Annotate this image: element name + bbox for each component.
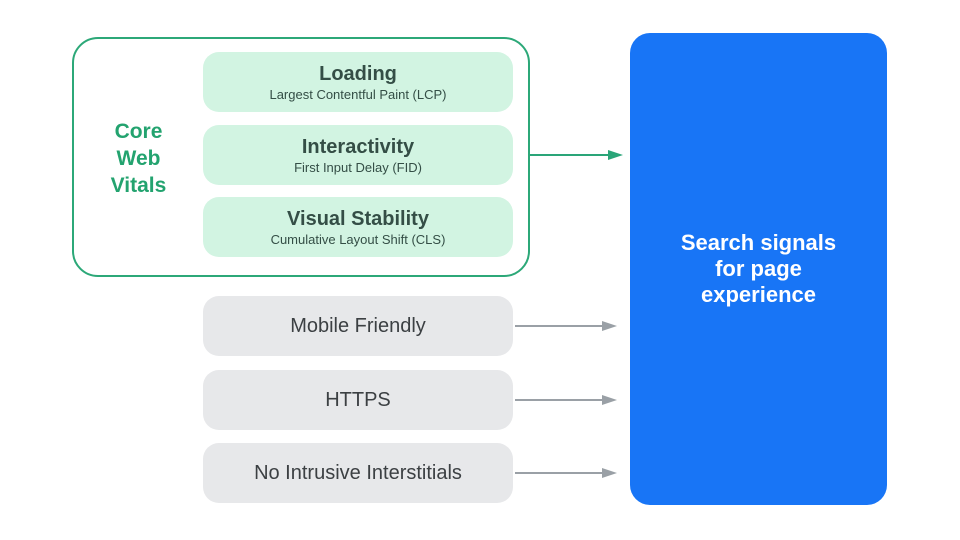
pill-visual-stability-cls: Visual Stability Cumulative Layout Shift…	[203, 197, 513, 257]
search-signals-label: Search signals for page experience	[681, 230, 836, 308]
search-signals-label-line-2: for page	[715, 256, 802, 281]
pill-interactivity-fid: Interactivity First Input Delay (FID)	[203, 125, 513, 185]
pill-mobile-friendly: Mobile Friendly	[203, 296, 513, 356]
arrow-https-icon	[515, 395, 617, 405]
pill-https-label: HTTPS	[325, 388, 391, 411]
pill-loading-title: Loading	[319, 62, 397, 85]
core-web-vitals-label: Core Web Vitals	[74, 118, 203, 199]
search-signals-label-line-3: experience	[701, 282, 816, 307]
search-signals-box: Search signals for page experience	[630, 33, 887, 505]
arrow-no-intrusive-interstitials-icon	[515, 468, 617, 478]
pill-no-intrusive-interstitials-label: No Intrusive Interstitials	[254, 461, 462, 484]
arrow-mobile-friendly-icon	[515, 321, 617, 331]
arrow-core-web-vitals-icon	[530, 150, 623, 160]
pill-https: HTTPS	[203, 370, 513, 430]
pill-interactivity-subtitle: First Input Delay (FID)	[294, 159, 422, 175]
core-web-vitals-label-line-3: Vitals	[110, 174, 167, 197]
pill-mobile-friendly-label: Mobile Friendly	[290, 314, 426, 337]
core-web-vitals-label-line-1: Core	[114, 120, 163, 143]
pill-loading-lcp: Loading Largest Contentful Paint (LCP)	[203, 52, 513, 112]
pill-no-intrusive-interstitials: No Intrusive Interstitials	[203, 443, 513, 503]
search-signals-label-line-1: Search signals	[680, 230, 837, 255]
pill-visual-stability-subtitle: Cumulative Layout Shift (CLS)	[270, 231, 446, 247]
pill-visual-stability-title: Visual Stability	[287, 207, 429, 230]
pill-interactivity-title: Interactivity	[301, 135, 415, 158]
core-web-vitals-label-line-2: Web	[116, 147, 161, 170]
pill-loading-subtitle: Largest Contentful Paint (LCP)	[269, 86, 447, 102]
